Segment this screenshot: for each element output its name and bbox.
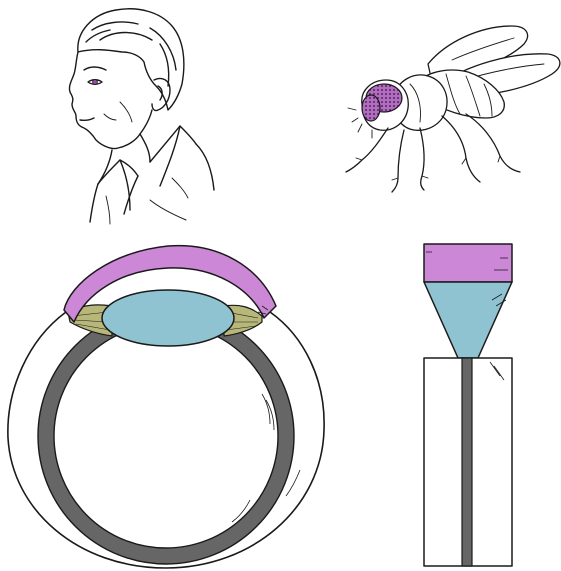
- rhabdom: [462, 358, 472, 566]
- fly-leg: [420, 128, 424, 190]
- ommatidium-section: [424, 244, 512, 566]
- fly-leg: [442, 116, 480, 182]
- brow: [84, 67, 106, 70]
- hair: [78, 9, 184, 110]
- fly-leg: [346, 128, 388, 172]
- crystalline-cone: [424, 282, 512, 358]
- fly-leg: [392, 130, 404, 192]
- face-profile: [69, 52, 140, 149]
- human-eye: [93, 80, 98, 85]
- fly-compound-eye-right: [362, 95, 380, 121]
- camera-eye-section: [8, 246, 324, 568]
- human-portrait-illustration: [69, 9, 214, 224]
- fly-leg: [466, 114, 520, 172]
- lens: [102, 290, 234, 346]
- fly-illustration: [346, 26, 560, 192]
- vitreous-body: [54, 324, 278, 548]
- ommatidium-cornea: [424, 244, 512, 282]
